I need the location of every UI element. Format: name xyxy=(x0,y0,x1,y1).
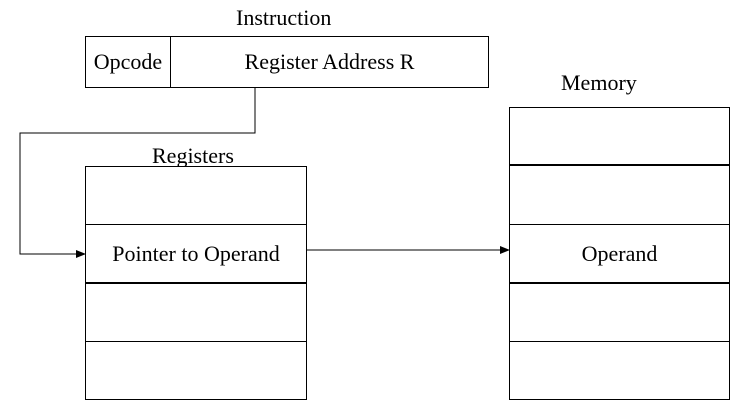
memory-operand-cell: Operand xyxy=(510,225,729,284)
register-cell xyxy=(86,167,306,225)
instruction-to-register-arrow xyxy=(19,88,256,258)
memory-title: Memory xyxy=(561,70,637,95)
register-address-field: Register Address R xyxy=(244,49,415,74)
operand-label: Operand xyxy=(581,240,658,266)
memory-cell xyxy=(510,166,729,225)
register-cell xyxy=(86,284,306,342)
memory-cell xyxy=(510,108,729,166)
registers-box: Pointer to Operand xyxy=(85,166,307,400)
opcode-field: Opcode xyxy=(86,37,171,87)
memory-box: Operand xyxy=(509,107,730,400)
registers-title: Registers xyxy=(152,143,234,168)
memory-cell xyxy=(510,284,729,342)
pointer-to-operand-label: Pointer to Operand xyxy=(112,240,280,266)
instruction-box: Opcode Register Address R xyxy=(85,36,489,88)
register-pointer-cell: Pointer to Operand xyxy=(86,225,306,284)
instruction-title: Instruction xyxy=(236,5,332,30)
